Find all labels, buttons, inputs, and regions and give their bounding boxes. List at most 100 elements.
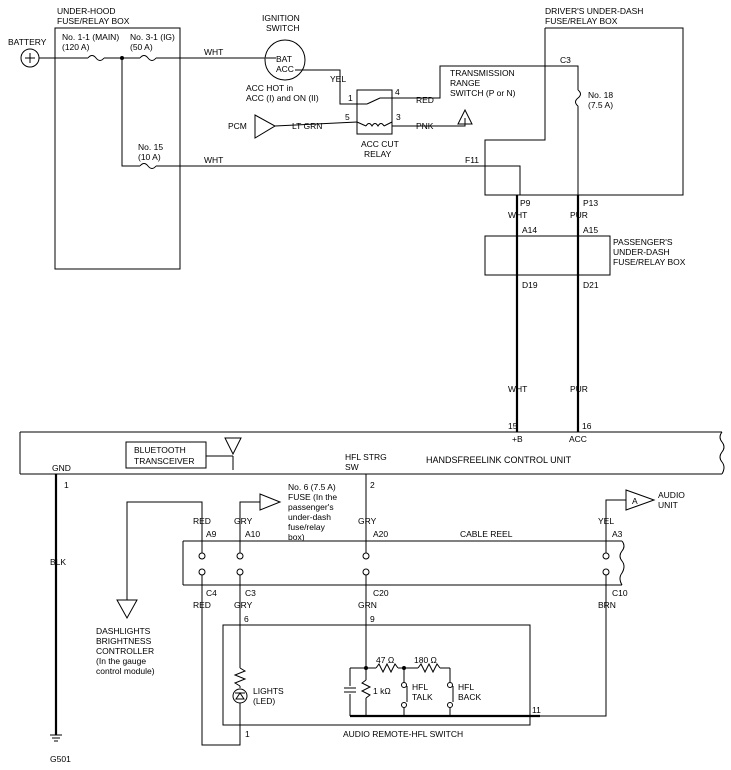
wire-label-brn: BRN — [598, 600, 616, 610]
hfl-strg-wire: GRY GRN — [358, 474, 377, 668]
fuse-6-label-1: No. 6 (7.5 A) — [288, 482, 336, 492]
control-unit-break-edge — [719, 431, 725, 475]
passenger-a14: A14 — [522, 225, 537, 235]
cable-reel: CABLE REEL A9 A10 A20 A3 C4 C3 C20 C10 — [182, 529, 628, 598]
antenna-icon — [224, 437, 242, 456]
relay-coil — [365, 123, 385, 127]
wire-label-red-1: RED — [416, 95, 434, 105]
reel-pin-c3: C3 — [245, 588, 256, 598]
fuse-main-label: No. 1-1 (MAIN) — [62, 32, 119, 42]
control-unit-title: HANDSFREELINK CONTROL UNIT — [426, 455, 572, 465]
ignition-switch: IGNITION SWITCH BAT ACC ACC HOT in ACC (… — [246, 13, 319, 103]
under-hood-fuse-box: UNDER-HOOD FUSE/RELAY BOX No. 1-1 (MAIN)… — [54, 6, 181, 270]
ground-wire: BLK G501 — [50, 474, 71, 764]
battery-label: BATTERY — [8, 37, 47, 47]
passenger-a15: A15 — [583, 225, 598, 235]
fuse-ig-rating: (50 A) — [130, 42, 153, 52]
relay-contact — [366, 97, 381, 105]
bluetooth-label-1: BLUETOOTH — [134, 445, 186, 455]
driver-box-c3: C3 — [560, 55, 571, 65]
fuse-15-symbol — [139, 163, 157, 169]
audio-unit-label-2: UNIT — [658, 500, 678, 510]
cable-reel-title: CABLE REEL — [460, 529, 513, 539]
transmission-switch-icon — [457, 108, 473, 125]
fuse-6-label-2: FUSE (In the — [288, 492, 337, 502]
cu-pin-2: 2 — [370, 480, 375, 490]
fuse-main-symbol — [87, 55, 105, 61]
resistor-1k — [360, 679, 372, 699]
fuse-18-rating: (7.5 A) — [588, 100, 613, 110]
pcm-label: PCM — [228, 121, 247, 131]
cu-gnd-label: GND — [52, 463, 71, 473]
wire-label-gry-2: GRY — [234, 600, 253, 610]
passenger-under-dash-box: A14 A15 D19 D21 PASSENGER'S UNDER-DASH F… — [484, 225, 686, 290]
wire-label-wht-2: WHT — [204, 155, 223, 165]
ignition-note-1: ACC HOT in — [246, 83, 293, 93]
passenger-box-title-2: UNDER-DASH — [613, 247, 670, 257]
relay-name-2: RELAY — [364, 149, 392, 159]
dashlights-label-4: (In the gauge — [96, 656, 146, 666]
ignition-subtitle: SWITCH — [266, 23, 300, 33]
hfl-back-label-2: BACK — [458, 692, 481, 702]
passenger-d21: D21 — [583, 280, 599, 290]
ignition-bat-label: BAT — [276, 54, 292, 64]
wire-label-blk: BLK — [50, 557, 66, 567]
relay-pin-5: 5 — [345, 112, 350, 122]
trans-switch-label-2: RANGE — [450, 78, 481, 88]
wire-label-yel-2: YEL — [598, 516, 614, 526]
fuse-6-label-5: fuse/relay — [288, 522, 326, 532]
lights-label-1: LIGHTS — [253, 686, 284, 696]
fuse-6-label-3: passenger's — [288, 502, 334, 512]
wire-label-ltgrn: LT GRN — [292, 121, 322, 131]
relay-output-wires: RED PNK TRANSMISSION RANGE SWITCH (P or … — [392, 65, 545, 131]
reel-pin-c20: C20 — [373, 588, 389, 598]
wire-label-wht-4: WHT — [508, 384, 527, 394]
switch-pin-9: 9 — [370, 614, 375, 624]
under-hood-title: UNDER-HOOD — [57, 6, 116, 16]
wire-label-wht-1: WHT — [204, 47, 223, 57]
reel-pin-c10: C10 — [612, 588, 628, 598]
fuse-15-rating: (10 A) — [138, 152, 161, 162]
passenger-d19: D19 — [522, 280, 538, 290]
driver-box-f11: F11 — [465, 155, 479, 165]
audio-connector-a: A — [632, 496, 638, 506]
wire-label-grn: GRN — [358, 600, 377, 610]
hfl-talk-switch — [401, 682, 407, 688]
dashlights-label-5: control module) — [96, 666, 155, 676]
wire-label-wht-3: WHT — [508, 210, 527, 220]
resistor-47-label: 47 Ω — [376, 655, 394, 665]
driver-box-p9: P9 — [520, 198, 531, 208]
pcm-arrow-icon — [254, 114, 277, 139]
reel-pin-c4: C4 — [206, 588, 217, 598]
hfl-back-switch — [447, 682, 453, 688]
under-hood-box-outline — [54, 27, 181, 270]
hfl-talk-label-2: TALK — [412, 692, 433, 702]
ground-label: G501 — [50, 754, 71, 764]
led-icon — [232, 688, 248, 704]
cu-pin-1: 1 — [64, 480, 69, 490]
battery: BATTERY — [8, 37, 47, 68]
wire-label-gry-3: GRY — [358, 516, 377, 526]
switch-pin-11: 11 — [532, 705, 541, 715]
dashlights-label-2: BRIGHTNESS — [96, 636, 152, 646]
dashlights-label-1: DASHLIGHTS — [96, 626, 151, 636]
reel-pin-a9: A9 — [206, 529, 217, 539]
fuse-15-label: No. 15 — [138, 142, 163, 152]
reel-pin-a20: A20 — [373, 529, 388, 539]
wire-label-pur-2: PUR — [570, 384, 588, 394]
wire-label-pnk: PNK — [416, 121, 434, 131]
reel-pin-a3: A3 — [612, 529, 623, 539]
fuse-main-rating: (120 A) — [62, 42, 90, 52]
hfl-strg-label-2: SW — [345, 462, 359, 472]
cu-pin-16: 16 — [582, 421, 592, 431]
wire-label-red-3: RED — [193, 600, 211, 610]
dashlights-arrow-icon — [116, 599, 138, 620]
driver-box-p13: P13 — [583, 198, 598, 208]
cu-pin-15: 15 — [508, 421, 518, 431]
switch-pin-1: 1 — [245, 729, 250, 739]
passenger-box-title-3: FUSE/RELAY BOX — [613, 257, 686, 267]
driver-box-subtitle: FUSE/RELAY BOX — [545, 16, 618, 26]
fuse-18-symbol — [575, 89, 581, 107]
battery-feed-wire: WHT WHT — [39, 47, 520, 169]
